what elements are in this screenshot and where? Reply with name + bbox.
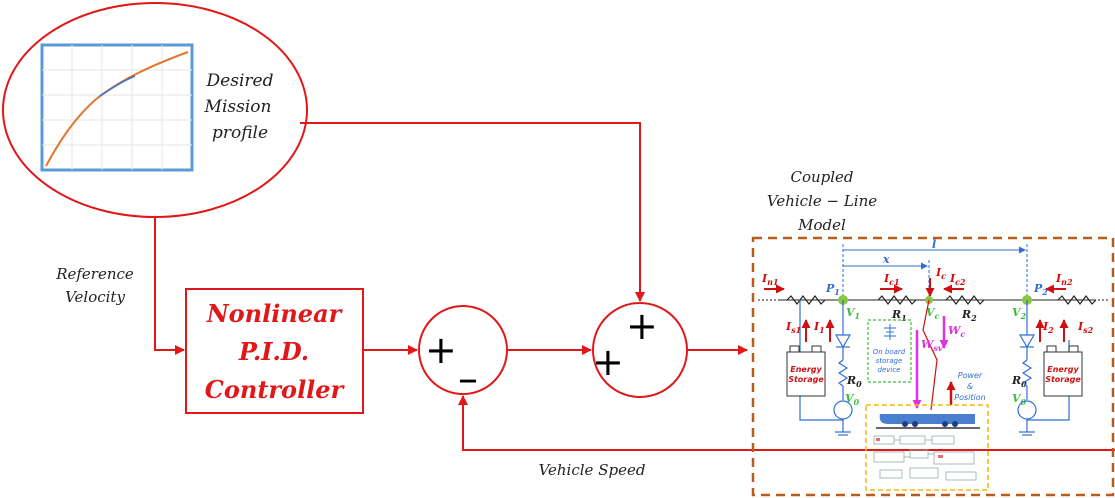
Vc-label: Vc (926, 306, 940, 321)
Ic-label: Ic (935, 266, 946, 281)
signal-connections (154, 122, 1115, 451)
sum1-minus-sign: – (458, 356, 478, 402)
mission-profile-plot (40, 43, 194, 172)
length-l-label: l (932, 238, 936, 251)
Ic2-label: Ic2 (949, 272, 966, 287)
In1-label: In1 (761, 272, 779, 287)
controller-line-2: P.I.D. (238, 337, 309, 366)
Ic1-label: Ic1 (883, 272, 900, 287)
V1-label: V1 (846, 306, 860, 321)
feedback-label: Vehicle Speed (539, 461, 646, 479)
energy-storage-left-line-2: Storage (788, 375, 824, 384)
feedforward-line (300, 122, 645, 302)
P1-label: P1 (825, 282, 840, 297)
V2-label: V2 (1012, 306, 1027, 321)
V0-left-label: V0 (845, 392, 860, 407)
reference-label-line-1: Reference (55, 265, 134, 283)
power-position-line-1: Power (958, 371, 983, 380)
Wc-label: Wc (948, 324, 965, 339)
mission-profile-curve (45, 51, 189, 167)
mission-profile-block: Desired Mission profile (2, 2, 308, 218)
coupled-model-box: l x In1 Ic1 Ic Ic2 In2 P1 P2 R1 R2 R0 R0 (751, 236, 1115, 497)
model-title-line-1: Coupled (790, 168, 853, 186)
onboard-line-2: storage (876, 357, 903, 365)
summing-junction-2: + + (592, 302, 688, 398)
sum2-plus-sign-top: + (626, 304, 658, 348)
controller-line-1: Nonlinear (206, 299, 344, 328)
reference-line (154, 217, 185, 355)
Wsv-label: Wsv (921, 338, 943, 353)
sum1-plus-sign: + (425, 328, 457, 372)
mission-label-line-3: profile (212, 123, 268, 143)
mission-label-line-1: Desired (206, 71, 274, 91)
I1-label: I1 (813, 320, 825, 335)
model-title-line-2: Vehicle − Line (767, 192, 877, 210)
onboard-line-1: On board (873, 348, 906, 356)
energy-storage-right-line-2: Storage (1045, 375, 1081, 384)
mission-label-line-2: Mission (204, 97, 272, 117)
vehicle-model (865, 404, 989, 491)
power-position-line-3: Position (954, 393, 985, 402)
R1-label: R1 (891, 308, 907, 323)
onboard-line-3: device (878, 366, 901, 374)
power-position-line-2: & (967, 382, 973, 391)
R0-left-label: R0 (846, 374, 862, 389)
Is2-label: Is2 (1077, 320, 1094, 335)
controller-line-3: Controller (205, 375, 346, 404)
In2-label: In2 (1055, 272, 1073, 287)
pid-controller-block: Nonlinear P.I.D. Controller (185, 288, 364, 414)
model-title-line-3: Model (797, 216, 846, 234)
distance-x-label: x (882, 253, 890, 266)
energy-storage-left-line-1: Energy (790, 365, 822, 374)
I2-label: I2 (1042, 320, 1054, 335)
feedback-line (458, 395, 1115, 451)
R2-label: R2 (961, 308, 977, 323)
P2-label: P2 (1033, 282, 1048, 297)
onboard-storage-device: On board storage device (867, 319, 912, 383)
Is1-label: Is1 (785, 320, 801, 335)
line-resistors (786, 295, 1097, 305)
reference-label-line-2: Velocity (65, 288, 125, 306)
energy-storage-right-line-1: Energy (1047, 365, 1079, 374)
summing-junction-1: + – (418, 305, 508, 402)
sum2-plus-sign-left: + (592, 340, 624, 384)
